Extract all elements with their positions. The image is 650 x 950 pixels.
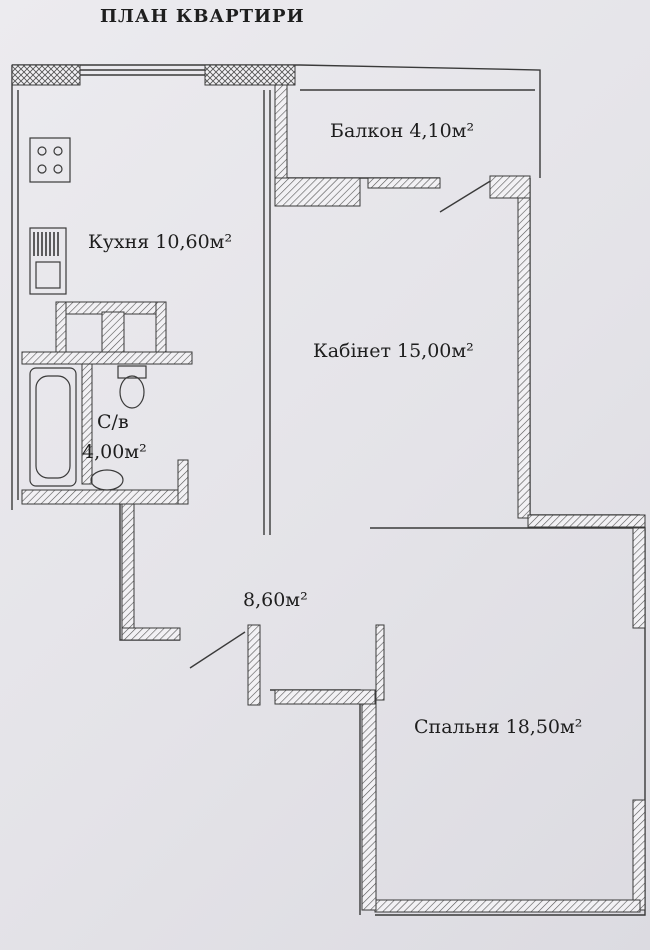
wall-segment xyxy=(247,624,261,706)
wall-segment xyxy=(274,177,361,207)
office-right-wall xyxy=(529,178,640,516)
wall-segment xyxy=(81,363,93,485)
room-label-balcony: Балкон 4,10м² xyxy=(330,120,474,142)
room-label-bathroom-name: С/в xyxy=(97,411,129,433)
room-label-office: Кабінет 15,00м² xyxy=(313,340,474,362)
plan-title: ПЛАН КВАРТИРИ xyxy=(100,6,305,27)
door-arc-hall xyxy=(189,631,246,669)
wall-segment xyxy=(121,627,181,641)
room-label-bedroom: Спальня 18,50м² xyxy=(414,716,582,738)
stove-icon xyxy=(29,137,71,183)
bathtub-icon xyxy=(29,367,77,487)
room-label-hall: 8,60м² xyxy=(243,589,308,611)
wall-segment xyxy=(361,699,377,911)
wall-segment xyxy=(204,64,296,86)
hall-wall-lower xyxy=(270,689,361,915)
partition-kitchen-office xyxy=(263,90,271,535)
wall-segment xyxy=(21,351,193,365)
exterior-wall-left xyxy=(11,65,19,510)
exterior-wall-top xyxy=(12,64,541,178)
sink-icon xyxy=(29,227,67,295)
door-arc-office xyxy=(439,179,493,213)
window-top xyxy=(80,69,210,76)
wall-segment xyxy=(489,175,531,199)
wall-segment xyxy=(274,689,376,705)
wall-segment xyxy=(527,514,646,528)
room-label-bathroom-area: 4,00м² xyxy=(82,441,147,463)
wall-segment xyxy=(121,499,135,641)
room-label-kitchen: Кухня 10,60м² xyxy=(88,231,232,253)
wall-segment xyxy=(632,527,646,629)
bedroom-wall xyxy=(370,527,646,916)
wall-segment xyxy=(177,459,189,505)
wall-segment xyxy=(21,489,183,505)
wall-segment xyxy=(374,899,641,913)
wall-segment xyxy=(155,301,167,361)
wall-segment xyxy=(55,301,67,361)
wall-segment xyxy=(632,799,646,911)
wall-segment xyxy=(101,311,125,353)
wall-segment xyxy=(375,624,385,701)
wall-segment xyxy=(367,177,441,189)
wall-segment xyxy=(517,197,531,519)
wall-segment xyxy=(11,64,81,86)
washbasin-icon xyxy=(90,469,124,491)
toilet-icon xyxy=(119,375,145,409)
